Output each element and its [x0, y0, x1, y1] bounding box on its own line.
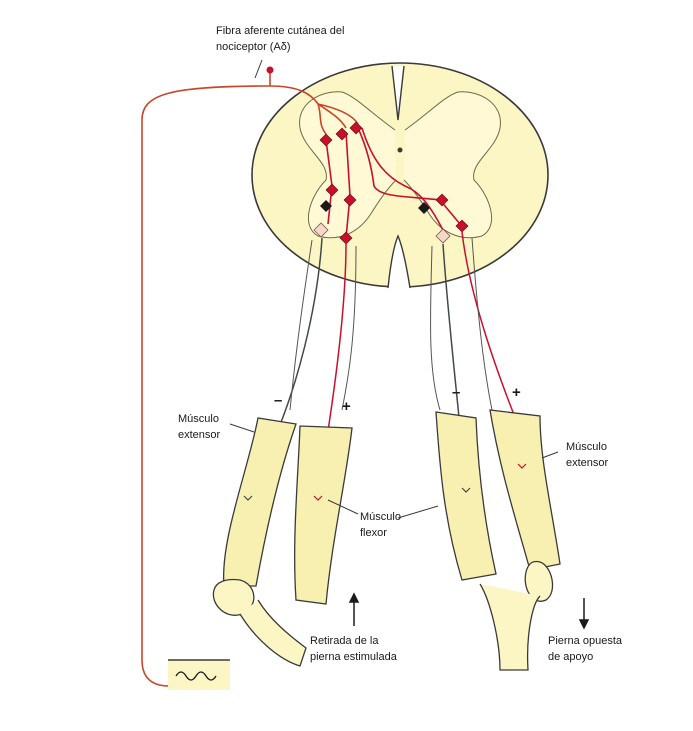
- withdrawal-label-line1: Retirada de la: [310, 635, 379, 647]
- movement-arrows: [348, 592, 590, 630]
- left-extensor-label-line1: Músculo: [178, 413, 219, 425]
- fiber-label-pointer: [254, 59, 263, 79]
- synapse-4: [325, 183, 339, 197]
- left-plus-sign: +: [342, 398, 351, 415]
- synapse-1: [319, 133, 333, 147]
- inhibitory-synapses: [320, 200, 430, 214]
- withdrawal-label-line2: pierna estimulada: [310, 651, 397, 663]
- fiber-label-line1: Fibra aferente cutánea del: [216, 25, 345, 37]
- fiber-label-line2: nociceptor (Aδ): [216, 41, 291, 53]
- synapse-6: [339, 231, 353, 245]
- nerve-endings: [243, 463, 527, 501]
- spinal-cord: [251, 62, 549, 289]
- synapse-3: [349, 121, 363, 135]
- afferent-fiber-path: [141, 85, 319, 687]
- motor-neuron-left: [313, 222, 329, 238]
- skin-patch: [168, 659, 230, 690]
- right-leg: [435, 409, 561, 671]
- support-label-line1: Pierna opuesta: [548, 635, 622, 647]
- flexor-label-line1: Músculo: [360, 511, 401, 523]
- dorsal-median-sulcus: [391, 65, 405, 121]
- left-extensor-label-line2: extensor: [178, 429, 221, 441]
- nociceptor-fiber-tip: [266, 66, 274, 74]
- synapse-8: [455, 219, 469, 233]
- left-flexor-muscle: [294, 425, 353, 605]
- inhibitory-synapse-right: [418, 202, 430, 214]
- right-extensor-label-line2: extensor: [566, 457, 609, 469]
- skin-rectangle: [168, 660, 230, 690]
- left-shin: [239, 599, 307, 667]
- synapse-7: [435, 193, 449, 207]
- flexor-label-line2: flexor: [360, 527, 387, 539]
- left-minus-sign: –: [274, 392, 283, 409]
- motor-neuron-somas: [313, 222, 451, 244]
- label-pointers: [229, 423, 559, 519]
- right-shin: [479, 583, 541, 671]
- right-extensor-muscle: [489, 409, 561, 571]
- afferent-fiber: [141, 72, 359, 687]
- right-plus-sign: +: [512, 384, 521, 401]
- support-label-line2: de apoyo: [548, 651, 594, 663]
- left-extensor-muscle: [222, 417, 297, 587]
- inhibitory-synapse-left: [320, 200, 332, 212]
- right-flexor-muscle: [435, 411, 497, 581]
- nociceptor-ending: [175, 671, 217, 681]
- afferent-branches: [317, 103, 359, 135]
- right-extensor-label-line1: Músculo: [566, 441, 607, 453]
- ventral-median-fissure: [387, 234, 411, 289]
- left-knee: [212, 578, 255, 616]
- right-minus-sign: –: [452, 384, 461, 401]
- grey-matter-right: [403, 91, 501, 239]
- left-leg: [212, 417, 353, 667]
- excitatory-synapses: [319, 121, 469, 245]
- motor-neuron-right: [435, 228, 451, 244]
- synapse-2: [335, 127, 349, 141]
- synapse-5: [343, 193, 357, 207]
- central-canal: [397, 147, 403, 153]
